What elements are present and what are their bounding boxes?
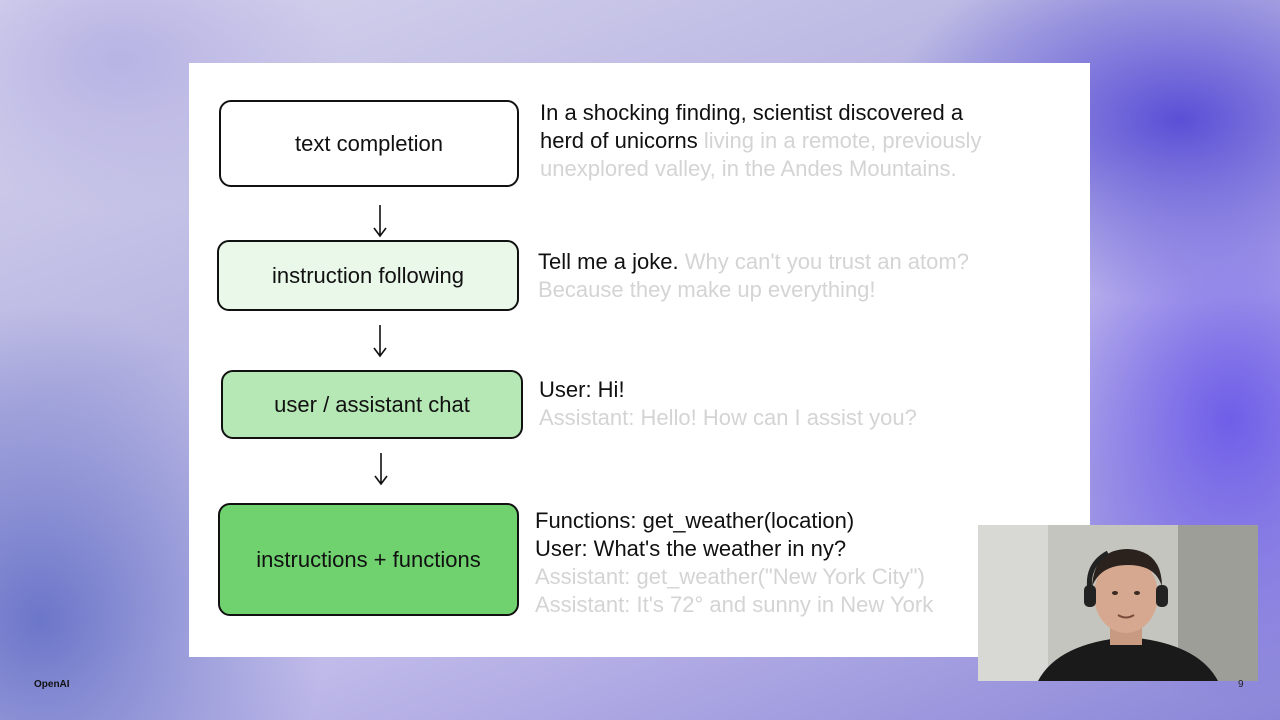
- stage-instructions-functions: instructions + functions: [218, 503, 519, 616]
- example-text: User: What's the weather in ny?: [535, 536, 847, 561]
- stage-text-completion: text completion: [219, 100, 519, 187]
- arrow-down-icon: [373, 325, 387, 358]
- example-text-completion: In a shocking finding, scientist discove…: [540, 99, 981, 183]
- example-completion: Assistant: Hello! How can I assist you?: [539, 405, 917, 430]
- arrow-down-icon: [374, 453, 388, 486]
- stage-label: instruction following: [272, 262, 464, 288]
- example-instructions-functions: Functions: get_weather(location) User: W…: [535, 507, 933, 619]
- stage-label: text completion: [295, 130, 443, 156]
- example-completion: Why can't you trust an atom?: [678, 249, 969, 274]
- example-completion: Assistant: It's 72° and sunny in New Yor…: [535, 592, 934, 617]
- stage-label: user / assistant chat: [274, 391, 470, 417]
- example-completion: Assistant: get_weather("New York City"): [535, 564, 925, 589]
- example-text: User: Hi!: [539, 377, 625, 402]
- example-text: In a shocking finding, scientist discove…: [540, 100, 964, 125]
- example-completion: living in a remote, previously: [697, 128, 982, 153]
- example-completion: Because they make up everything!: [538, 277, 876, 302]
- stage-label: instructions + functions: [256, 546, 481, 572]
- example-text: Functions: get_weather(location): [535, 508, 855, 533]
- speaker-avatar-icon: [978, 525, 1258, 681]
- speaker-webcam-feed: [978, 525, 1258, 681]
- example-completion: unexplored valley, in the Andes Mountain…: [540, 156, 957, 181]
- example-text: herd of unicorns: [540, 128, 698, 153]
- brand-logo-text: OpenAI: [34, 679, 70, 690]
- example-user-assistant-chat: User: Hi! Assistant: Hello! How can I as…: [539, 376, 917, 432]
- arrow-down-icon: [373, 205, 387, 238]
- slide: text completion In a shocking finding, s…: [189, 63, 1090, 657]
- example-instruction-following: Tell me a joke. Why can't you trust an a…: [538, 248, 969, 304]
- example-text: Tell me a joke.: [538, 249, 679, 274]
- stage-user-assistant-chat: user / assistant chat: [221, 370, 523, 439]
- stage-instruction-following: instruction following: [217, 240, 519, 311]
- page-number: 9: [1238, 679, 1244, 690]
